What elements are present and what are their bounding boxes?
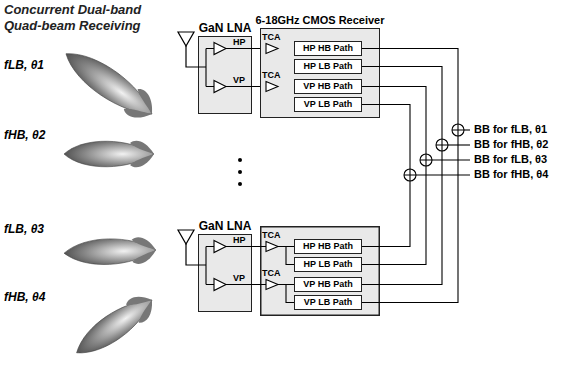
output-label: BB for fLB, θ1 — [474, 123, 547, 136]
path-label: HP HB Path — [303, 241, 353, 252]
beam-label: fLB, θ3 — [4, 222, 44, 236]
port-label: VP — [233, 273, 245, 284]
amplifier-label: TCA — [262, 70, 281, 81]
path-label: HP HB Path — [303, 43, 353, 54]
beam-lobe — [64, 237, 157, 267]
lna-block: GaN LNA — [198, 218, 252, 312]
signal-wire — [252, 285, 294, 303]
block-heading: 6-18GHz CMOS Receiver — [220, 12, 420, 28]
path-label: HP LB Path — [304, 61, 353, 72]
port-label: HP — [233, 37, 246, 48]
path-box: VP LB Path — [294, 295, 362, 310]
path-label: VP LB Path — [304, 297, 352, 308]
path-label: HP LB Path — [304, 259, 353, 270]
port-label: VP — [233, 75, 245, 86]
path-box: VP HB Path — [294, 277, 362, 292]
path-box: VP LB Path — [294, 97, 362, 112]
path-box: HP LB Path — [294, 257, 362, 272]
beam-label: fLB, θ1 — [4, 58, 44, 72]
port-label: HP — [233, 235, 246, 246]
beam-label: fHB, θ4 — [4, 290, 45, 304]
path-box: HP HB Path — [294, 41, 362, 56]
path-box: HP LB Path — [294, 59, 362, 74]
path-box: HP HB Path — [294, 239, 362, 254]
output-label: BB for fHB, θ4 — [474, 168, 548, 181]
amplifier-label: TCA — [262, 268, 281, 279]
path-label: VP HB Path — [303, 279, 352, 290]
path-box: VP HB Path — [294, 79, 362, 94]
combiner-symbol — [404, 124, 464, 181]
path-label: VP HB Path — [303, 81, 352, 92]
amplifier-label: TCA — [262, 230, 281, 241]
beam-label: fHB, θ2 — [4, 128, 45, 142]
output-label: BB for fHB, θ2 — [474, 138, 548, 151]
ellipsis-dots — [238, 158, 242, 186]
beam-lobe — [69, 289, 160, 364]
lna-block: GaN LNA — [198, 20, 252, 114]
path-label: VP LB Path — [304, 99, 352, 110]
diagram-title: Concurrent Dual-band Quad-beam Receiving — [4, 2, 164, 34]
amplifier-label: TCA — [262, 32, 281, 43]
beam-lobe — [64, 141, 154, 168]
beam-lobe — [58, 42, 161, 126]
signal-wire — [252, 247, 294, 265]
receiver-frame — [261, 227, 380, 316]
antenna-symbol — [178, 32, 198, 265]
output-label: BB for fLB, θ3 — [474, 153, 547, 166]
receiver-block: 6-18GHz CMOS ReceiverHP HB PathHP LB Pat… — [260, 12, 380, 118]
